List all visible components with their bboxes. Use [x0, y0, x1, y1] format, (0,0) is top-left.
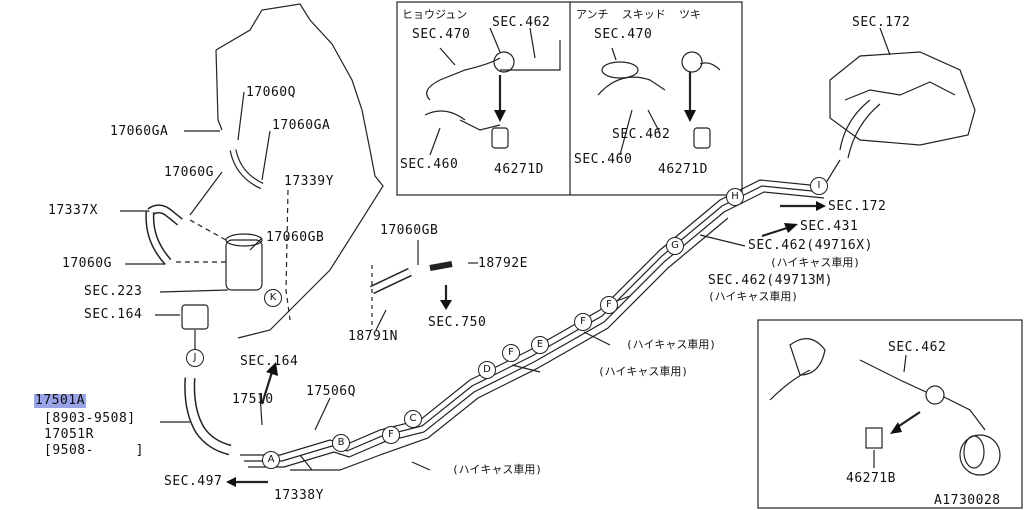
part-17060ga-left: 17060GA — [110, 124, 169, 139]
inset-standard-title: ヒョウジュン — [402, 8, 468, 21]
part-17506q: 17506Q — [306, 384, 356, 399]
node-b: B — [332, 434, 350, 452]
range-17051r: [9508- ] — [44, 443, 144, 458]
part-17060ga-right: 17060GA — [272, 118, 331, 133]
part-18792e: 18792E — [478, 256, 528, 271]
node-h: H — [726, 188, 744, 206]
ref-sec750: SEC.750 — [428, 315, 487, 330]
inset1-sec462: SEC.462 — [492, 15, 551, 30]
node-e: E — [531, 336, 549, 354]
body-panel-outline — [215, 3, 384, 339]
part-17060gb-mid: 17060GB — [380, 223, 439, 238]
node-i: I — [810, 177, 828, 195]
part-17339y: 17339Y — [284, 174, 334, 189]
node-f-3: F — [574, 313, 592, 331]
node-c: C — [404, 410, 422, 428]
inset1-sec460: SEC.460 — [400, 157, 459, 172]
inset1-sec470: SEC.470 — [412, 27, 471, 42]
ref-sec431: SEC.431 — [800, 219, 859, 234]
range-17501a: [8903-9508] — [44, 411, 136, 426]
note-hicas-2: (ハイキャス車用) — [708, 290, 799, 303]
part-17338y: 17338Y — [274, 488, 324, 503]
part-17060g-lower: 17060G — [62, 256, 112, 271]
part-17051r: 17051R — [44, 427, 94, 442]
main-line-3 — [248, 191, 825, 468]
ref-sec497: SEC.497 — [164, 474, 223, 489]
inset2-sec470: SEC.470 — [594, 27, 653, 42]
note-hicas-4: (ハイキャス車用) — [598, 365, 689, 378]
part-17060g-upper: 17060G — [164, 165, 214, 180]
node-f-2: F — [502, 344, 520, 362]
part-18791n: 18791N — [348, 329, 398, 344]
part-17510: 17510 — [232, 392, 274, 407]
fuel-filter-shape — [181, 304, 209, 330]
node-g: G — [666, 237, 684, 255]
inset1-46271d: 46271D — [494, 162, 544, 177]
inset-frame-bottom-right — [757, 319, 1023, 509]
main-line-2 — [244, 185, 823, 462]
ref-sec164-left: SEC.164 — [84, 307, 143, 322]
part-17060q: 17060Q — [246, 85, 296, 100]
part-17060gb-left: 17060GB — [266, 230, 325, 245]
node-f-1: F — [382, 426, 400, 444]
ref-sec172-tank: SEC.172 — [852, 15, 911, 30]
node-a: A — [262, 451, 280, 469]
fuel-tank-shape — [829, 51, 976, 146]
ref-sec462-49713m: SEC.462(49713M) — [708, 273, 833, 288]
inset3-sec462: SEC.462 — [888, 340, 947, 355]
note-hicas-1: (ハイキャス車用) — [770, 256, 861, 269]
node-k: K — [264, 289, 282, 307]
ref-sec172: SEC.172 — [828, 199, 887, 214]
canister-shape — [225, 239, 263, 291]
inset3-46271b: 46271B — [846, 471, 896, 486]
node-j: J — [186, 349, 204, 367]
node-d: D — [478, 361, 496, 379]
inset2-46271d: 46271D — [658, 162, 708, 177]
ref-sec462-49716x: SEC.462(49716X) — [748, 238, 873, 253]
note-hicas-5: (ハイキャス車用) — [452, 463, 543, 476]
inset2-sec460: SEC.460 — [574, 152, 633, 167]
node-f-4: F — [600, 296, 618, 314]
figure-id: A1730028 — [934, 493, 1001, 508]
part-17501a: 17501A — [34, 393, 86, 408]
ref-sec164-mid: SEC.164 — [240, 354, 299, 369]
inset-antiskid-title: アンチ スキッド ツキ — [576, 8, 702, 21]
main-line-1 — [240, 179, 821, 456]
ref-sec223: SEC.223 — [84, 284, 143, 299]
note-hicas-3: (ハイキャス車用) — [626, 338, 717, 351]
inset2-sec462: SEC.462 — [612, 127, 671, 142]
part-17337x: 17337X — [48, 203, 98, 218]
